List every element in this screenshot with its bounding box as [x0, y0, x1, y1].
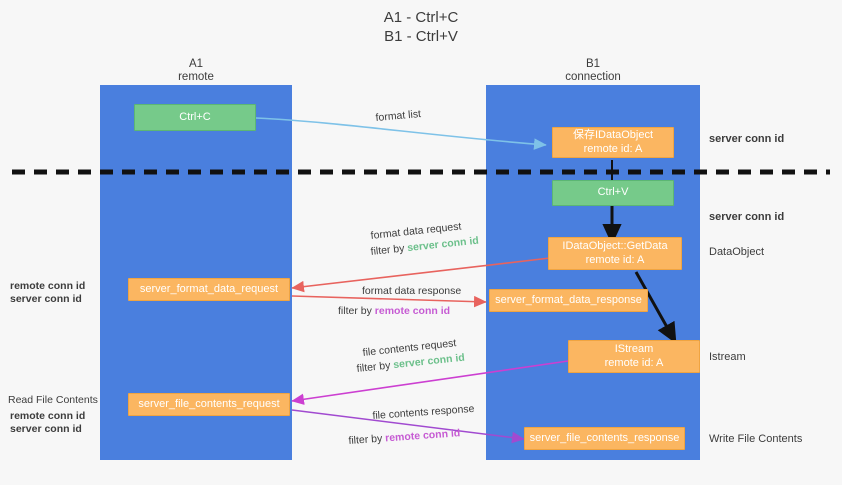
edge-label-file-contents-response-filter: filter by remote conn id — [348, 426, 461, 448]
lane-a1-name: A1 — [188, 58, 204, 70]
box-server-format-data-response-label: server_format_data_response — [495, 293, 642, 306]
box-ctrl-c-label: Ctrl+C — [179, 110, 211, 123]
box-istream-line1: IStream — [614, 343, 654, 355]
lane-header-b1: B1 connection — [486, 58, 700, 84]
page-title: A1 - Ctrl+C B1 - Ctrl+V — [0, 8, 842, 46]
left-label-server-conn-id-2: server conn id — [10, 423, 82, 435]
left-label-read-file-contents: Read File Contents — [8, 394, 98, 406]
lane-b1-name: B1 — [585, 58, 601, 70]
box-server-file-contents-request[interactable]: server_file_contents_request — [128, 393, 290, 416]
box-save-idataobject-line1: 保存IDataObject — [572, 129, 654, 141]
right-label-write-file-contents: Write File Contents — [709, 433, 803, 445]
box-istream-line2: remote id: A — [604, 356, 664, 369]
filter-value-remote-conn-id-1: remote conn id — [374, 305, 451, 317]
edge-label-format-list: format list — [375, 108, 422, 124]
box-ctrl-c[interactable]: Ctrl+C — [134, 104, 256, 131]
right-label-server-conn-id-mid: server conn id — [709, 211, 785, 223]
box-ctrl-v-label: Ctrl+V — [597, 186, 629, 199]
left-label-server-conn-id-1: server conn id — [10, 293, 82, 305]
filter-prefix-1: filter by — [370, 242, 408, 258]
edge-label-format-data-response-filter: filter by remote conn id — [338, 304, 450, 318]
lane-a1-sub: remote — [178, 71, 214, 83]
lane-header-a1: A1 remote — [100, 58, 292, 84]
left-label-remote-conn-id-2: remote conn id — [10, 410, 86, 422]
box-ctrl-v[interactable]: Ctrl+V — [552, 180, 674, 206]
box-save-idataobject-line2: remote id: A — [583, 142, 643, 155]
filter-prefix-3: filter by — [356, 359, 394, 375]
edge-label-format-data-response: format data response — [362, 285, 462, 297]
title-line-1: A1 - Ctrl+C — [383, 9, 459, 26]
box-server-file-contents-response[interactable]: server_file_contents_response — [524, 427, 685, 450]
title-line-2: B1 - Ctrl+V — [384, 28, 458, 45]
left-label-remote-conn-id-1: remote conn id — [10, 280, 86, 292]
right-label-dataobject: DataObject — [709, 246, 765, 258]
right-label-istream: Istream — [709, 351, 746, 363]
box-server-format-data-response[interactable]: server_format_data_response — [489, 289, 648, 312]
box-idataobject-getdata[interactable]: IDataObject::GetData remote id: A — [548, 237, 682, 270]
filter-value-remote-conn-id-2: remote conn id — [384, 427, 461, 445]
box-server-file-contents-response-label: server_file_contents_response — [529, 431, 680, 444]
box-getdata-line2: remote id: A — [585, 253, 645, 266]
box-getdata-line1: IDataObject::GetData — [562, 240, 668, 252]
edge-label-file-contents-response: file contents response — [372, 402, 475, 422]
right-label-server-conn-id-top: server conn id — [709, 133, 785, 145]
box-server-format-data-request[interactable]: server_format_data_request — [128, 278, 290, 301]
box-save-idataobject[interactable]: 保存IDataObject remote id: A — [552, 127, 674, 158]
filter-prefix-4: filter by — [348, 432, 386, 447]
lane-b1-sub: connection — [565, 71, 621, 83]
box-istream[interactable]: IStream remote id: A — [568, 340, 700, 373]
box-server-file-contents-request-label: server_file_contents_request — [138, 397, 280, 410]
box-server-format-data-request-label: server_format_data_request — [139, 282, 279, 295]
filter-prefix-2: filter by — [338, 305, 375, 317]
